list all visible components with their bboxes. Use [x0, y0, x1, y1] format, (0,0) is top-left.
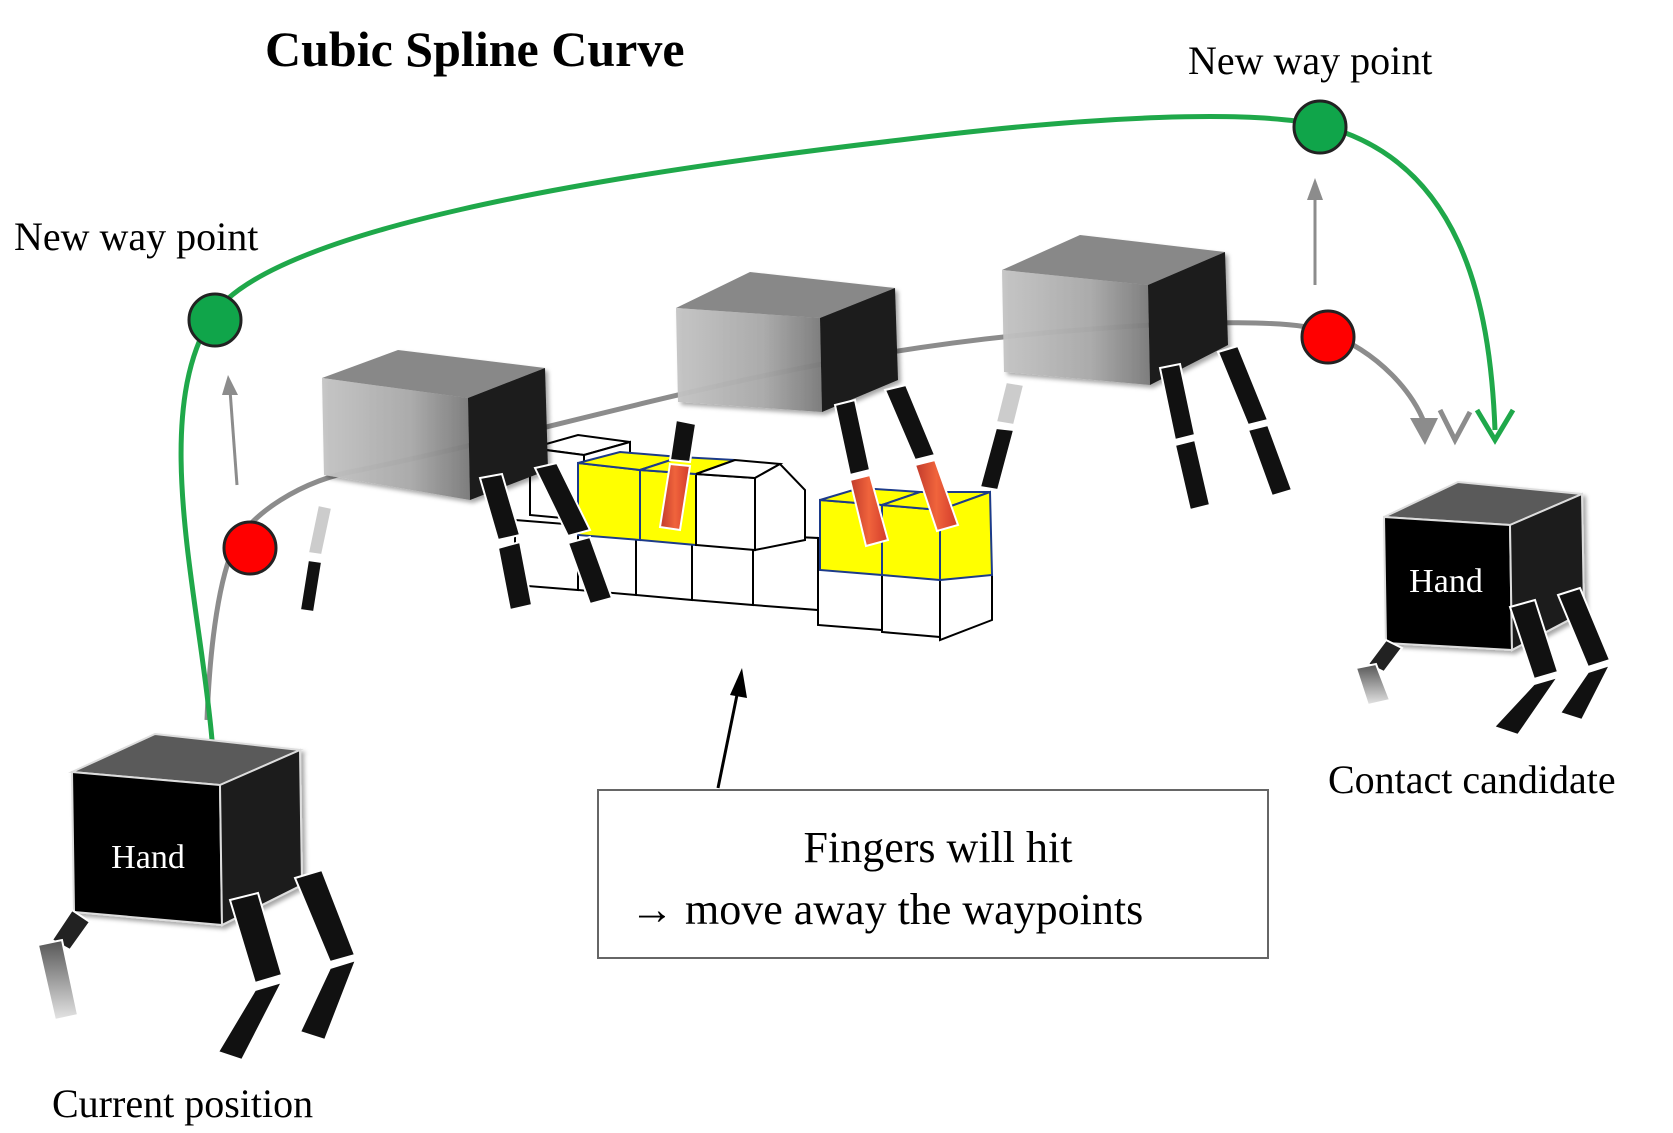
label-current-position: Current position: [52, 1081, 313, 1126]
old-waypoint-left: [222, 520, 278, 576]
current-hand-label: Hand: [111, 839, 185, 876]
label-new-waypoint-right: New way point: [1188, 38, 1432, 83]
new-waypoint-left: [187, 292, 243, 348]
original-arrowhead-chevron: [1437, 408, 1473, 446]
current-hand: [36, 732, 358, 1062]
diagram-title: Cubic Spline Curve: [265, 21, 685, 77]
note-line-1: Fingers will hit: [804, 823, 1073, 872]
ghost-hand-3: [978, 235, 1294, 512]
new-path: [178, 114, 1516, 741]
collision-pointer: [716, 668, 747, 789]
new-path-arrowhead: [1474, 408, 1516, 445]
label-new-waypoint-left: New way point: [14, 214, 258, 259]
note-box: [597, 789, 1269, 959]
ghost-hand-1: [298, 350, 614, 614]
new-waypoint-right: [1292, 99, 1348, 155]
original-path-arrowhead: [1410, 418, 1438, 445]
push-arrow-left: [228, 389, 239, 486]
candidate-hand-label: Hand: [1409, 563, 1483, 600]
label-contact-candidate: Contact candidate: [1328, 757, 1616, 802]
old-waypoint-right: [1300, 309, 1356, 365]
candidate-hand: [1354, 480, 1612, 737]
note-line-2: → move away the waypoints: [630, 885, 1143, 934]
ghost-hand-2: [658, 272, 960, 548]
